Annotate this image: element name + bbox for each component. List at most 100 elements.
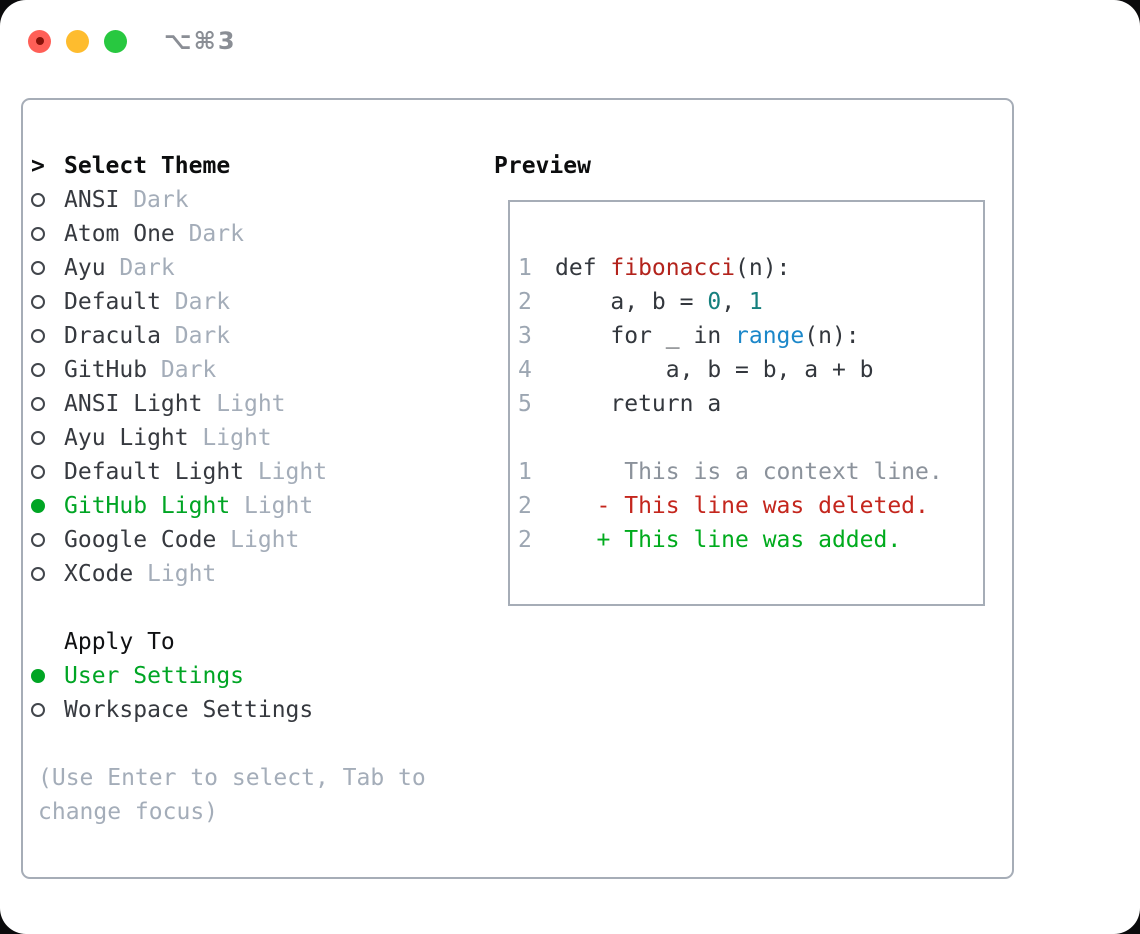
theme-option-variant: Dark [174,323,231,349]
theme-option-name: Atom One [64,221,175,247]
icon-slot [31,363,64,377]
code-token: return a [555,391,722,417]
radio-icon [31,261,45,275]
preview-label: Preview [494,153,591,179]
icon-slot [31,465,64,479]
traffic-lights [28,29,127,53]
theme-option-name: GitHub [64,357,148,383]
radio-icon [31,329,45,343]
theme-option[interactable]: Ayu Dark [31,251,426,285]
select-theme-label: Select Theme [64,153,231,179]
theme-option[interactable]: Dracula Dark [31,319,426,353]
theme-option-name: Google Code [64,527,217,553]
icon-slot [31,533,64,547]
code-token: 0 [707,289,722,315]
theme-option-variant: Light [243,493,314,519]
radio-icon [31,703,45,717]
radio-icon [31,431,45,445]
line-number: 1 [518,459,532,485]
code-token: (n): [804,323,860,349]
icon-slot [31,703,64,717]
apply-to-option[interactable]: User Settings [31,659,426,693]
icon-slot [31,397,64,411]
icon-slot [31,227,64,241]
theme-option[interactable]: Google Code Light [31,523,426,557]
diff-line-text: This is a context line. [555,459,943,485]
theme-option-variant: Light [147,561,217,587]
theme-option[interactable]: ANSI Dark [31,183,426,217]
code-token: 1 [748,289,763,315]
theme-option-variant: Light [216,391,286,417]
theme-option-variant: Dark [188,221,244,247]
theme-option-name: XCode [64,561,134,587]
theme-option-variant: Dark [119,255,175,281]
select-theme-heading: > Select Theme [31,149,426,183]
line-number: 2 [518,527,532,553]
radio-icon [31,499,45,513]
apply-to-list: User Settings Workspace Settings [31,659,426,727]
theme-option-name: Ayu [64,255,106,281]
hint-line: change focus) [38,799,219,825]
radio-icon [31,465,45,479]
theme-option-variant: Light [230,527,300,553]
apply-to-heading: Apply To [31,625,426,659]
code-line: 2 + This line was added. [518,523,983,557]
code-token: a, b = [555,289,708,315]
hint-line: (Use Enter to select, Tab to [38,765,426,791]
code-line: 3 for _ in range(n): [518,319,983,353]
icon-slot [31,193,64,207]
zoom-button[interactable] [104,29,127,53]
record-dot-icon [35,37,44,45]
line-number: 5 [518,391,532,417]
diff-line-text: + This line was added. [555,527,902,553]
theme-option-variant: Dark [174,289,231,315]
theme-option-name: Dracula [64,323,161,349]
apply-to-option[interactable]: Workspace Settings [31,693,426,727]
radio-icon [31,363,45,377]
line-number: 4 [518,357,532,383]
line-number: 1 [518,255,532,281]
code-token: def [555,255,611,281]
theme-option-variant: Dark [133,187,189,213]
radio-icon [31,397,45,411]
spacer [31,591,426,625]
theme-option-name: Default Light [64,459,245,485]
code-line: 2 a, b = 0, 1 [518,285,983,319]
titlebar: ⌥⌘3 [28,27,237,55]
icon-slot [31,295,64,309]
radio-icon [31,227,45,241]
theme-option-name: Default [64,289,161,315]
theme-option[interactable]: Atom One Dark [31,217,426,251]
theme-option-name: ANSI [64,187,120,213]
theme-option[interactable]: Default Dark [31,285,426,319]
code-token: range [735,323,805,349]
code-token: fibonacci [610,255,736,281]
radio-icon [31,295,45,309]
apply-to-option-label: User Settings [64,663,245,689]
radio-icon [31,669,45,683]
code-line: 1 This is a context line. [518,455,983,489]
icon-slot [31,431,64,445]
minimize-button[interactable] [66,29,89,53]
window-title: ⌥⌘3 [164,27,237,55]
code-token: for _ in [555,323,736,349]
line-number: 2 [518,289,532,315]
close-button[interactable] [28,29,51,53]
icon-slot [31,669,64,683]
code-token: (n): [735,255,791,281]
icon-slot [31,329,64,343]
radio-icon [31,567,45,581]
code-line: 5 return a [518,387,983,421]
theme-option[interactable]: XCode Light [31,557,426,591]
code-token: a, b = b, a + b [555,357,874,383]
